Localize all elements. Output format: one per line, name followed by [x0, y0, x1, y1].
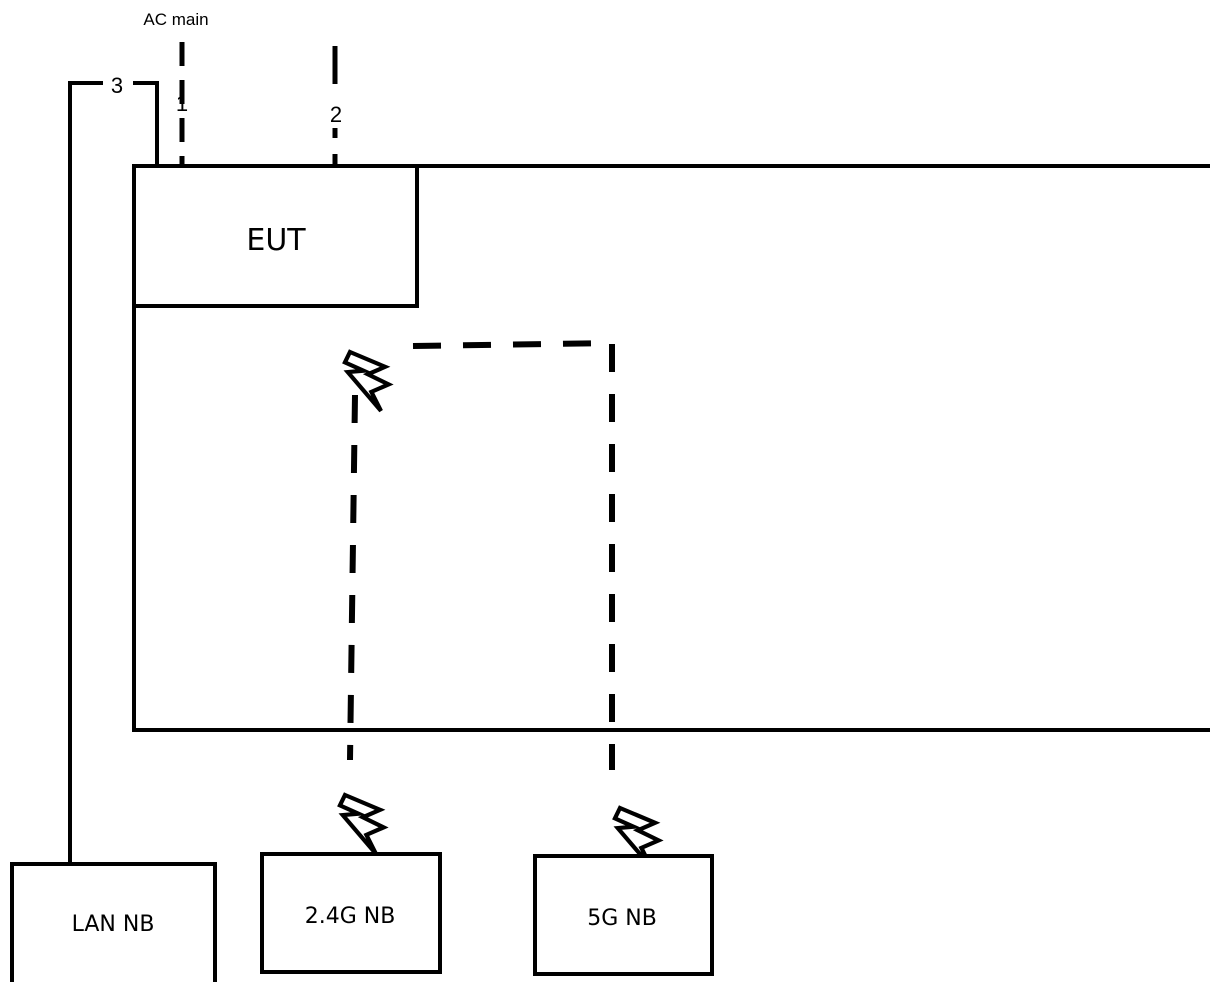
wireless-eut-icon: [334, 343, 405, 410]
wireless-link-5g: [412, 339, 615, 770]
cable-3-lan: [68, 81, 159, 862]
nb-2-4g-label: 2.4G NB: [305, 904, 396, 929]
cable-3-label: 3: [111, 73, 123, 98]
eut-label: EUT: [246, 223, 306, 258]
test-area-enclosure: [132, 164, 1210, 732]
cable-1-label: 1: [176, 91, 188, 116]
cable-2-label: 2: [330, 102, 342, 127]
lan-nb-label: LAN NB: [72, 912, 155, 937]
nb-5g-label: 5G NB: [587, 906, 657, 931]
lan-nb-box: LAN NB: [10, 862, 217, 982]
wireless-link-2-4g: [347, 394, 358, 761]
wireless-2-4g-icon: [329, 786, 400, 853]
nb-2-4g-box: 2.4G NB: [260, 852, 442, 974]
ac-main-label: AC main: [143, 10, 208, 29]
eut-box: EUT: [132, 164, 419, 308]
nb-5g-box: 5G NB: [533, 854, 714, 976]
